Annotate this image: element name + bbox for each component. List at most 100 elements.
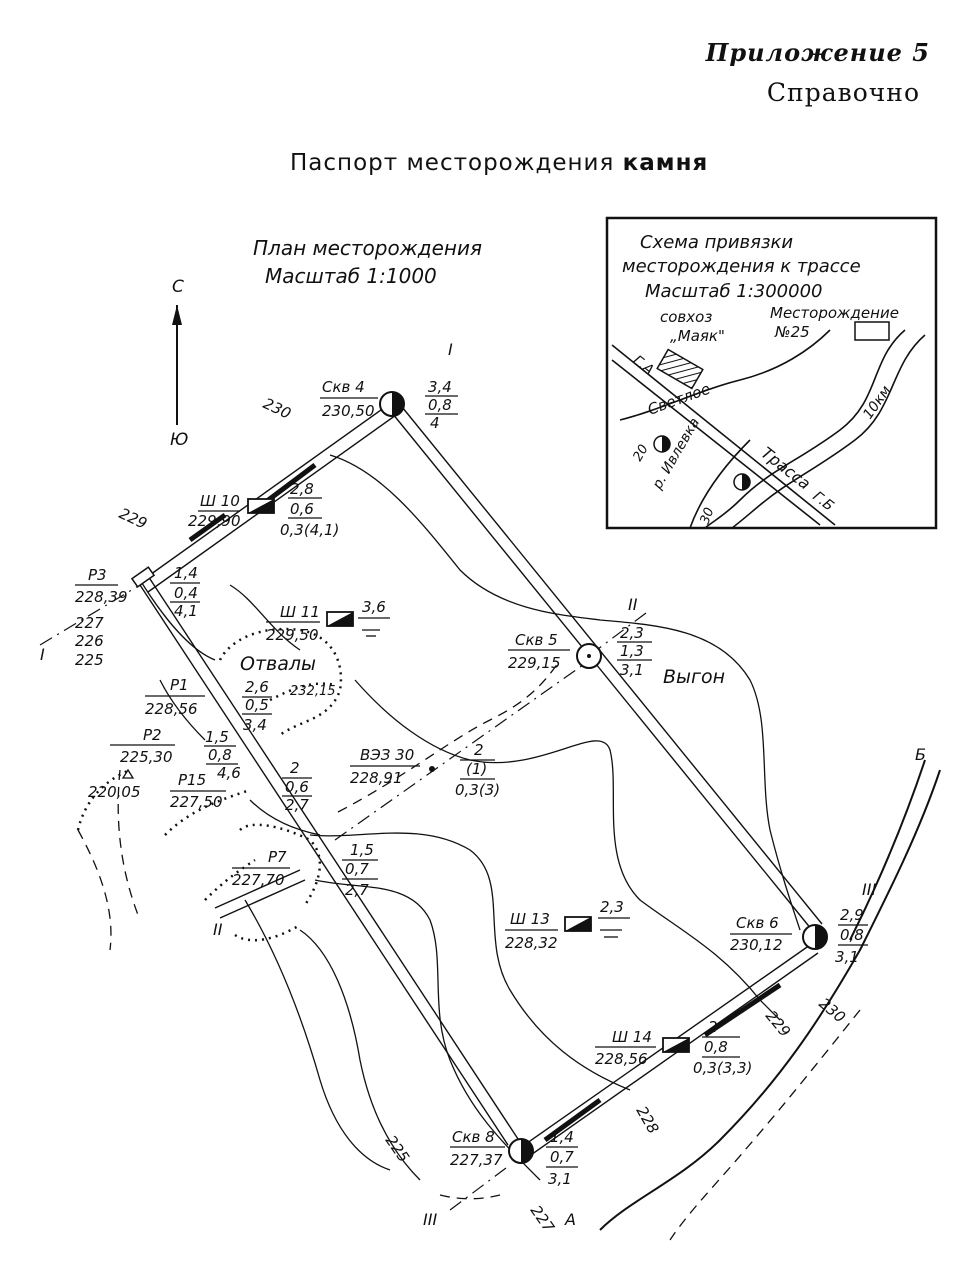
skv8-v3: 3,1	[548, 1170, 572, 1188]
vez-v1: 2	[474, 741, 484, 759]
deposit-symbol	[854, 321, 890, 341]
sh11-v1: 3,6	[362, 598, 386, 616]
inset-mayak: „Маяк"	[670, 327, 725, 345]
borehole-skv6	[802, 924, 828, 950]
skv5-v1: 2,3	[620, 624, 644, 642]
inset-km30: 30	[698, 506, 718, 527]
skv4-elev: 230,50	[322, 402, 375, 420]
sh10-elev: 229,90	[188, 512, 241, 530]
vez-v2: (1)	[466, 760, 487, 778]
contour-label-227b: 227	[527, 1202, 558, 1236]
sovkhoz-symbol	[656, 348, 704, 390]
sh14-v1: 2	[708, 1018, 718, 1036]
r2-v2: 0,8	[208, 746, 232, 764]
meadow-label: Выгон	[663, 666, 725, 688]
skv5-v3: 3,1	[620, 661, 644, 679]
pit-sh11	[326, 611, 354, 627]
appendix-label: Приложение 5	[705, 38, 930, 67]
skv6-name: Скв 6	[736, 914, 779, 932]
sh14-elev: 228,56	[595, 1050, 648, 1068]
sh11-name: Ш 11	[280, 603, 320, 621]
r1-name: Р1	[170, 676, 189, 694]
skv6-elev: 230,12	[730, 936, 783, 954]
section-II-left: II	[213, 920, 223, 939]
pit-sh13	[564, 916, 592, 932]
r15-v1: 2	[290, 759, 300, 777]
r1-elev: 228,56	[145, 700, 198, 718]
r15-v2: 0,6	[285, 778, 309, 796]
vez-v3: 0,3(3)	[455, 781, 500, 799]
r2-v1: 1,5	[205, 728, 229, 746]
skv5-v2: 1,3	[620, 642, 644, 660]
contour-label-225: 225	[75, 651, 104, 669]
r1-v3: 3,4	[243, 716, 267, 734]
skv6-v3: 3,1	[835, 948, 859, 966]
skv6-v1: 2,9	[840, 906, 864, 924]
inset-deposit: Месторождение	[770, 304, 899, 322]
skv5-elev: 229,15	[508, 654, 561, 672]
contour-label-230: 230	[260, 394, 294, 422]
r15-v3: 2,7	[285, 796, 309, 814]
sh13-v1: 2,3	[600, 898, 624, 916]
inset-km20: 20	[630, 442, 651, 464]
inset-deposit-no: №25	[774, 323, 810, 341]
title-bold: камня	[622, 150, 709, 176]
r3-v3: 4,1	[174, 602, 198, 620]
sh10-v2: 0,6	[290, 500, 314, 518]
section-A: А	[564, 1210, 576, 1229]
sh13-name: Ш 13	[510, 910, 550, 928]
document-title: Паспорт месторождения камня	[290, 150, 708, 176]
r7-elev: 227,70	[232, 871, 285, 889]
section-III-bottom: III	[423, 1210, 437, 1229]
reference-label: Справочно	[766, 78, 920, 107]
sh10-v1: 2,8	[290, 480, 314, 498]
slope-line	[599, 759, 941, 1231]
location-inset: Схема привязки месторождения к трассе Ма…	[605, 216, 938, 530]
sh11-elev: 229,50	[266, 626, 319, 644]
section-III-right: III	[862, 880, 876, 899]
skv4-v2: 0,8	[428, 396, 452, 414]
vez-elev: 228,91	[350, 769, 403, 787]
plan-scale: Масштаб 1:1000	[265, 264, 437, 288]
sh14-v2: 0,8	[704, 1038, 728, 1056]
r1-v1: 2,6	[245, 678, 269, 696]
vez-name: ВЭЗ 30	[360, 746, 414, 764]
skv5-name: Скв 5	[515, 631, 558, 649]
section-B: Б	[915, 745, 926, 764]
r2-v3: 4,6	[217, 764, 241, 782]
skv4-name: Скв 4	[322, 378, 365, 396]
inset-title-2: месторождения к трассе	[622, 256, 861, 277]
sh13-elev: 228,32	[505, 934, 558, 952]
dumps-boundary	[76, 627, 343, 942]
r1-v2: 0,5	[245, 696, 269, 714]
r3-name: Р3	[88, 566, 107, 584]
north-label: С	[172, 277, 184, 297]
skv4-v1: 3,4	[428, 378, 452, 396]
r15-name: Р15	[178, 771, 206, 789]
r7-name: Р7	[268, 848, 287, 866]
r15-elev: 227,50	[170, 793, 223, 811]
point-elev-220: 220,05	[88, 783, 141, 801]
borehole-skv8	[508, 1138, 534, 1164]
r7-v3: 2,7	[345, 881, 369, 899]
borehole-skv5	[576, 643, 602, 669]
skv8-v1: 1,4	[550, 1128, 574, 1146]
contour-label-226: 226	[75, 632, 104, 650]
fraction-bars	[75, 395, 868, 1168]
title-main: Паспорт месторождения	[290, 150, 623, 176]
dumps-label: Отвалы	[240, 653, 316, 675]
r3-elev: 228,39	[75, 588, 128, 606]
skv6-v2: 0,8	[840, 926, 864, 944]
skv8-v2: 0,7	[550, 1148, 574, 1166]
sh14-v3: 0,3(3,3)	[693, 1059, 752, 1077]
section-lines	[39, 584, 651, 1211]
south-label: Ю	[170, 430, 188, 450]
r3-v2: 0,4	[174, 584, 198, 602]
r2-name: Р2	[143, 726, 162, 744]
inset-title-1: Схема привязки	[640, 232, 793, 253]
trench-segments	[188, 463, 782, 1143]
sh10-v3: 0,3(4,1)	[280, 521, 339, 539]
section-I-top: I	[448, 340, 453, 359]
